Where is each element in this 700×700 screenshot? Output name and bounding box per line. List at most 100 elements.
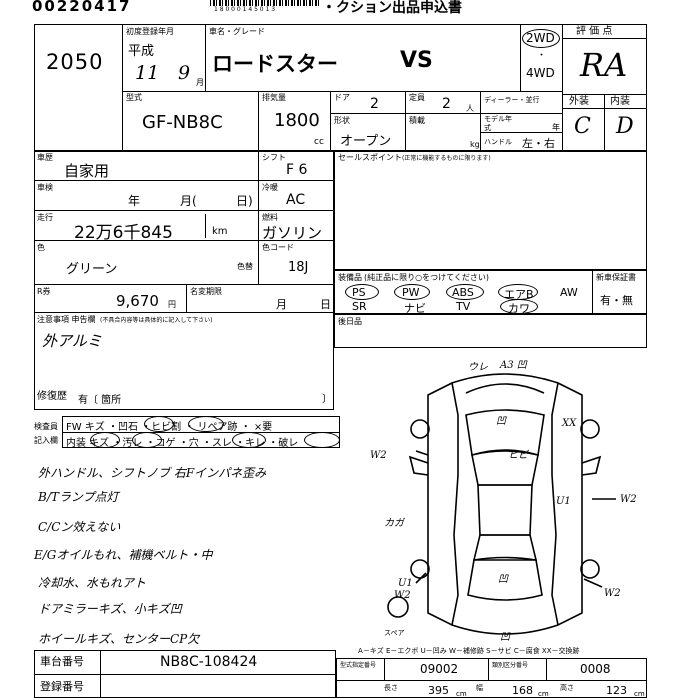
interior-label: 内装 xyxy=(610,96,630,107)
equip-aw: AW xyxy=(560,286,578,299)
fuel-value: ガソリン xyxy=(262,224,323,242)
mark-rear: 凹 xyxy=(500,632,510,643)
recycle-label: R券 xyxy=(37,287,51,296)
category-value: 0008 xyxy=(580,662,611,676)
note-line-5: 冷却水、水もれアト xyxy=(38,576,147,590)
color-code-value: 18J xyxy=(288,260,309,275)
use-value: 自家用 xyxy=(64,162,110,180)
inspector-label: 検査員 xyxy=(34,422,58,431)
repair-value: 有〔 箇所 xyxy=(78,395,122,406)
width-value: 168 xyxy=(512,684,533,697)
note-line-7: ホイールキズ、センターCP欠 xyxy=(38,632,200,646)
mark-w2-left: W2 xyxy=(370,450,387,461)
transfer-month: 月 xyxy=(276,298,287,311)
mark-w2-lower: W2 xyxy=(394,590,411,601)
registration-year: 11 xyxy=(135,62,160,84)
eval-value: RA xyxy=(580,46,628,84)
handle-label: ハンドル xyxy=(484,138,512,146)
model-year-label: モデル年式 xyxy=(484,115,512,132)
width-label: 幅 xyxy=(476,684,483,692)
mark-top: A3 凹 xyxy=(500,360,527,371)
dealer-label: ディーラー・並行 xyxy=(484,96,540,104)
model-label: 型式 xyxy=(126,93,142,102)
length-unit: cm xyxy=(456,690,467,698)
mark-spare: スペア xyxy=(384,629,405,637)
interior-value: D xyxy=(616,114,634,139)
note-line-4: E/Gオイルもれ、補機ベルト・中 xyxy=(34,548,213,562)
chassis-label: 車台番号 xyxy=(40,655,84,668)
selling-points-label: セールスポイント xyxy=(338,153,402,162)
equip-navi: ナビ xyxy=(404,302,426,315)
post-items-label: 後日品 xyxy=(338,317,362,326)
inspection-month: 月( xyxy=(180,194,197,208)
mark-u1-right: U1 xyxy=(556,496,571,507)
color-code-label: 色コード xyxy=(262,243,294,252)
warranty-label: 新車保証書 xyxy=(596,273,636,282)
handle-value: 左・右 xyxy=(522,137,555,150)
equipment-sub: (純正品に限り○をつけてください) xyxy=(364,273,489,282)
vehicle-grade: VS xyxy=(400,48,433,73)
equip-tv: TV xyxy=(456,300,471,313)
repaint-label: 色替 xyxy=(237,262,253,271)
mark-w2-right: W2 xyxy=(620,494,637,505)
exterior-label: 外装 xyxy=(569,96,589,107)
height-unit: cm xyxy=(634,690,645,698)
capacity-value: 2 xyxy=(442,96,451,112)
notes-sub: (不具合内容等は具体的に記入して下さい) xyxy=(100,317,213,324)
recycle-value: 9,670 xyxy=(116,292,159,310)
vehicle-name: ロードスター xyxy=(212,52,338,76)
shift-value: F 6 xyxy=(286,162,308,178)
inspection-day: 日) xyxy=(236,194,253,208)
exterior-value: C xyxy=(574,114,591,139)
note-line-6: ドアミラーキズ、小キズ凹 xyxy=(38,602,182,616)
mileage-label: 走行 xyxy=(37,213,53,222)
mark-mid-left: カガ xyxy=(384,518,404,529)
yen-unit: 円 xyxy=(168,300,176,309)
note-line-3: C/Cン效えない xyxy=(38,520,121,534)
color-label: 色 xyxy=(37,243,45,252)
transfer-label: 名変期限 xyxy=(190,287,222,296)
warranty-value: 有・無 xyxy=(600,294,633,307)
name-label: 車名・グレード xyxy=(209,27,265,36)
equipment-box xyxy=(334,270,647,314)
inspection-year: 年 xyxy=(128,194,141,208)
post-items-box xyxy=(334,314,647,348)
model-spec-label: 型式指定番号 xyxy=(340,662,377,669)
displacement-value: 1800 xyxy=(274,110,320,131)
model-year-unit: 年 xyxy=(552,123,560,132)
record-label: 記入欄 xyxy=(34,436,58,445)
doors-label: ドア xyxy=(334,93,350,102)
equipment-label: 装備品 xyxy=(338,273,362,282)
doors-value: 2 xyxy=(370,96,379,112)
top-code: 00220417 xyxy=(32,0,132,15)
mark-trunk: 凹 xyxy=(498,574,508,585)
capacity-unit: 人 xyxy=(466,104,474,113)
registration-label: 初度登録年月 xyxy=(126,27,174,36)
mark-hood: 凹 xyxy=(496,416,506,427)
registration-era: 平成 xyxy=(128,44,155,59)
length-label: 長さ xyxy=(384,684,398,692)
ac-value: AC xyxy=(286,192,306,208)
drive-4wd: 4WD xyxy=(526,66,555,80)
eval-label: 評 価 点 xyxy=(576,26,613,37)
model-value: GF-NB8C xyxy=(142,112,223,133)
car-damage-diagram xyxy=(387,373,616,635)
mileage-unit: km xyxy=(212,226,228,237)
registration-number-label: 登録番号 xyxy=(40,680,84,693)
ac-label: 冷暖 xyxy=(262,183,278,192)
inspection-row2: 内装 キズ ・汚レ ・コゲ ・穴 ・スレ ・キレ ・破レ xyxy=(66,438,299,449)
use-label: 車歴 xyxy=(37,153,53,162)
equip-sr: SR xyxy=(352,300,367,313)
cc-unit: cc xyxy=(314,137,324,147)
note-line-2: B/Tランプ点灯 xyxy=(38,490,119,504)
damage-legend: A－キズ E－エクボ U－凹み W－補修跡 S－サビ C－腐食 XX－交換跡 xyxy=(358,647,580,655)
shape-value: オープン xyxy=(340,134,392,149)
barcode-number: 1 8 0 0 0 1 4 5 0 1 3 xyxy=(214,6,276,13)
mark-u2-lower: W2 xyxy=(604,588,621,599)
width-unit: cm xyxy=(538,690,549,698)
month-unit: 月 xyxy=(196,78,204,87)
lot-number: 2050 xyxy=(46,50,104,74)
repair-label: 修復歴 xyxy=(37,391,67,402)
load-label: 積載 xyxy=(409,116,425,125)
mileage-value: 22万6千845 xyxy=(74,223,173,243)
